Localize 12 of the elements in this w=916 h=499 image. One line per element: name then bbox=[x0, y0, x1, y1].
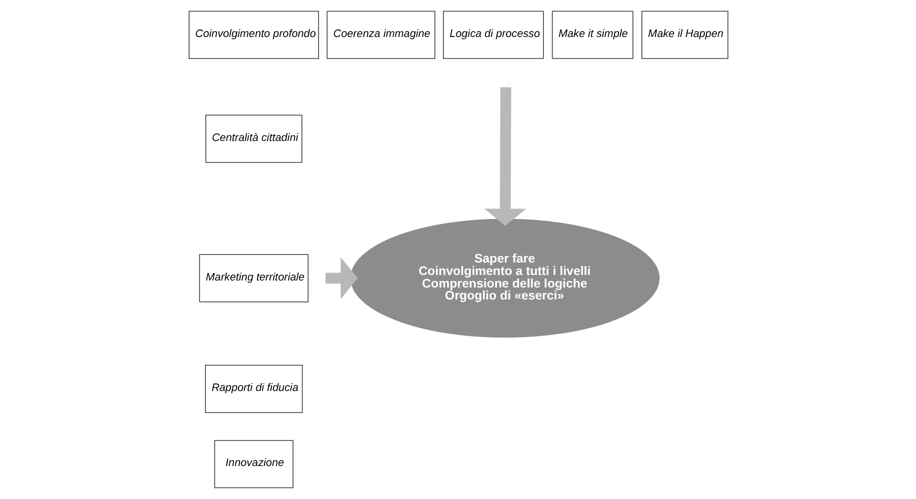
node-box: Coinvolgimento profondo bbox=[188, 10, 318, 59]
arrow bbox=[325, 257, 358, 300]
node-box: Logica di processo bbox=[442, 10, 544, 59]
node-box: Rapporti di fiducia bbox=[204, 364, 302, 413]
arrow bbox=[484, 87, 526, 226]
node-box: Make it simple bbox=[551, 10, 633, 59]
node-box: Make il Happen bbox=[640, 10, 728, 59]
node-ellipse: Saper fare Coinvolgimento a tutti i livelli Comprensione delle logiche Orgoglio di «eserci» bbox=[350, 218, 660, 338]
node-box: Coerenza immagine bbox=[326, 10, 435, 59]
node-box: Centralità cittadini bbox=[204, 114, 302, 163]
node-box: Innovazione bbox=[214, 440, 293, 488]
node-box: Marketing territoriale bbox=[198, 254, 308, 302]
